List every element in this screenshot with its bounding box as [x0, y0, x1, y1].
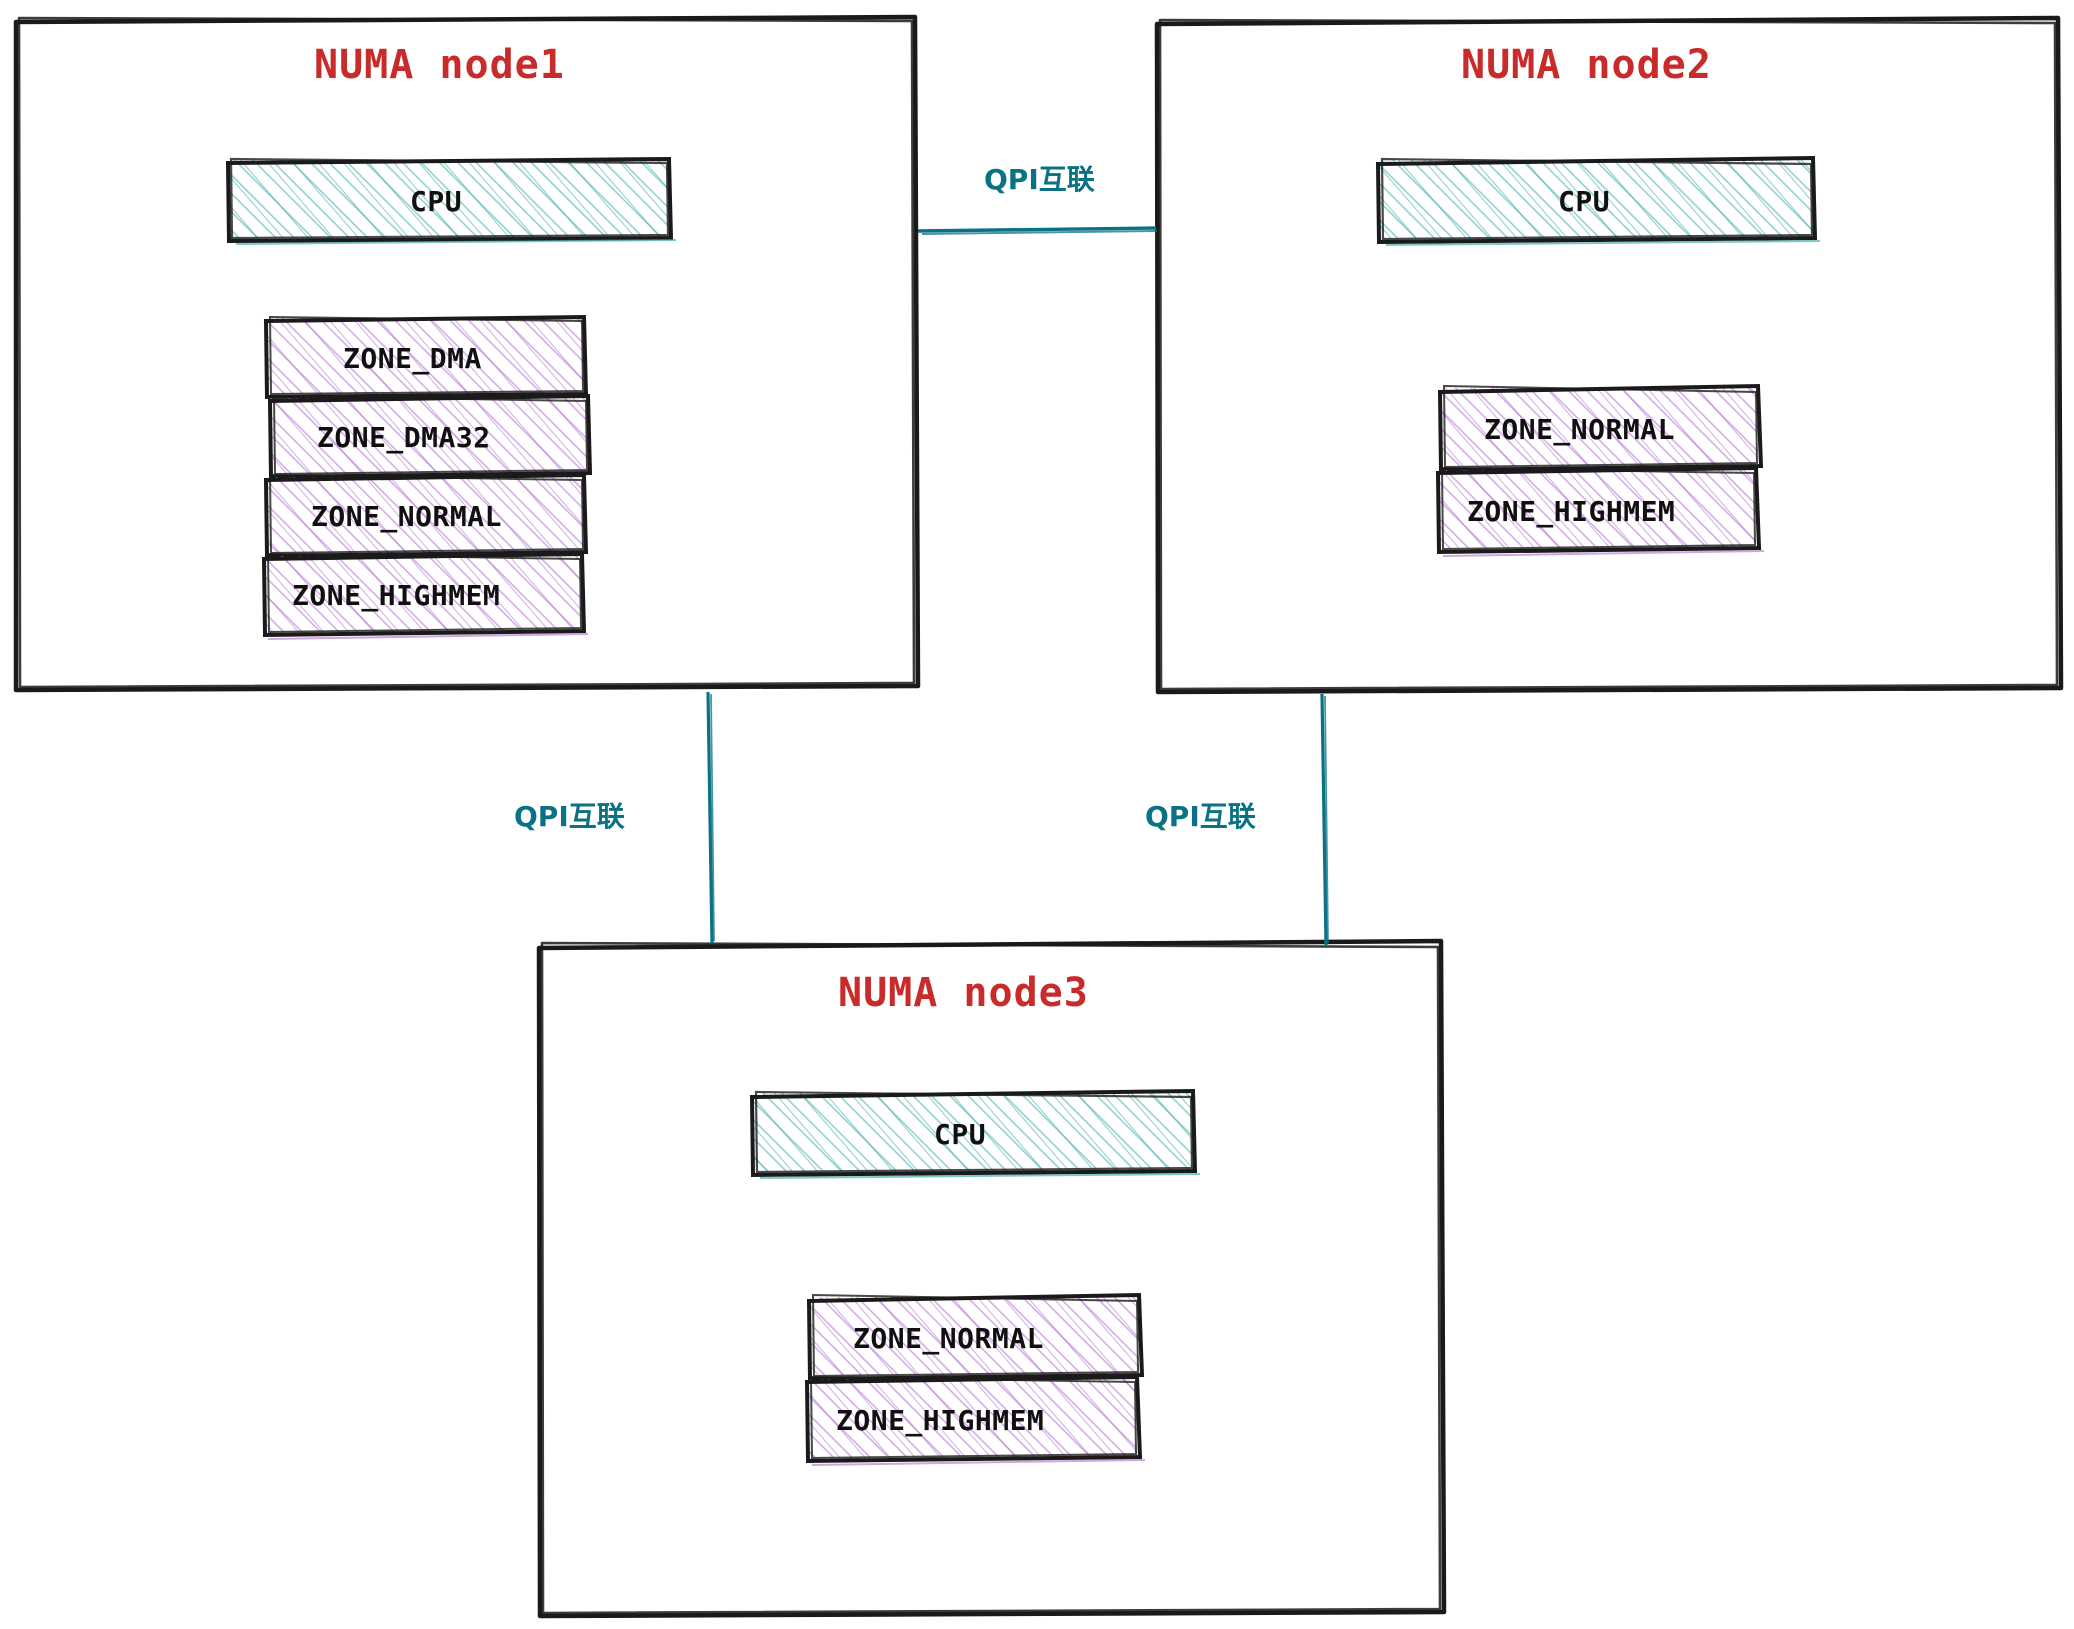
node3-zone-shapes — [804, 1292, 1146, 1466]
link-node2-node3-line — [1320, 693, 1329, 946]
node3-frame — [536, 938, 1447, 1619]
link-node1-node3-line — [706, 691, 715, 944]
node1-cpu-shape — [225, 156, 677, 245]
node3-cpu-shape — [749, 1088, 1201, 1179]
node2-cpu-shape — [1375, 155, 1821, 246]
link-node1-node2-line — [917, 226, 1158, 235]
node1-frame — [13, 14, 921, 693]
node1-zone-shapes — [261, 314, 593, 640]
node2-frame — [1154, 15, 2064, 695]
node2-zone-shapes — [1435, 383, 1765, 557]
